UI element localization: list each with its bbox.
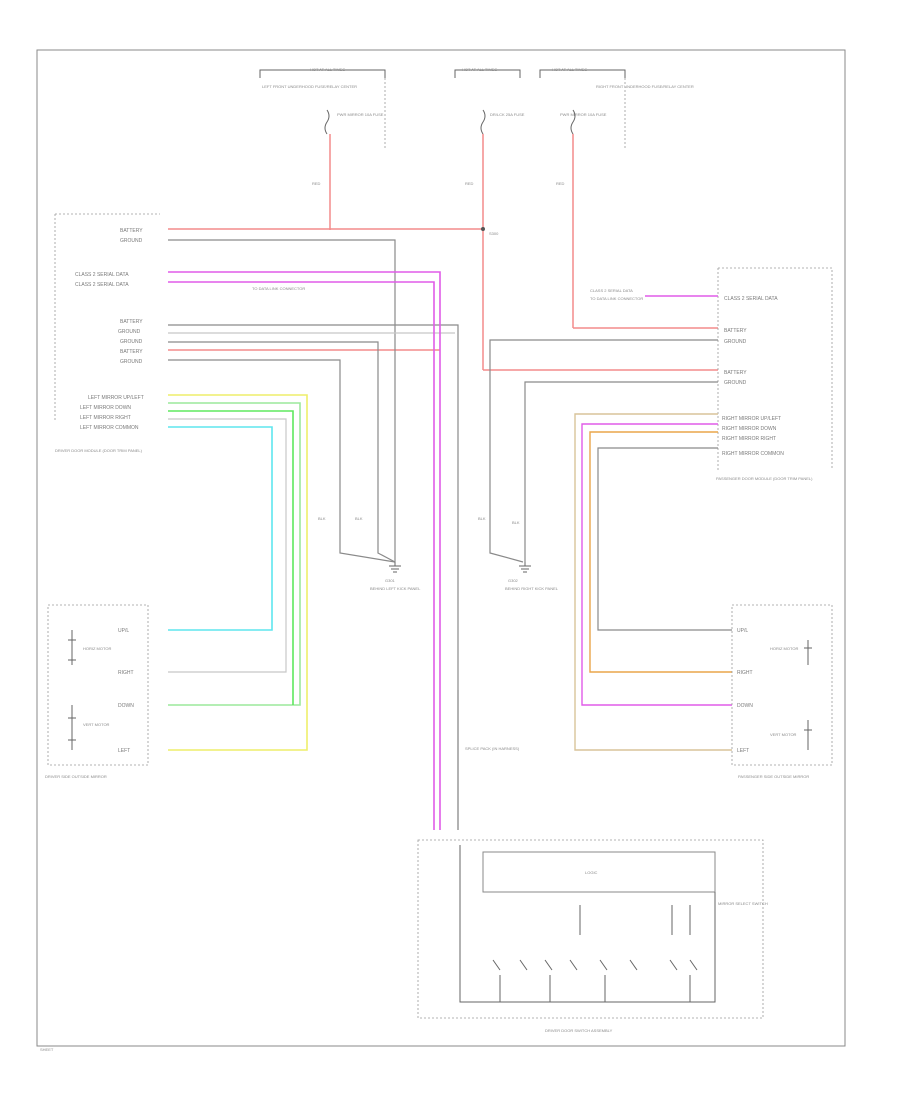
right-mirror-c: DOWN (737, 703, 753, 709)
wire-yellow-left (168, 394, 308, 751)
wire-orange-right (589, 431, 732, 673)
pin-ground-2: GROUND (120, 339, 143, 345)
wire-green-left (168, 410, 294, 705)
pin-lm-common: LEFT MIRROR COMMON (80, 425, 139, 431)
wire-cyan-left (168, 426, 273, 631)
pin-class2-a: CLASS 2 SERIAL DATA (75, 272, 129, 278)
splice-center-label: SPLICE PACK (IN HARNESS) (465, 746, 520, 751)
right-mirror-label: PASSENGER SIDE OUTSIDE MIRROR (738, 774, 809, 779)
to-class2-label: TO DATA LINK CONNECTOR (252, 286, 305, 291)
wire-lightgray-mirror (168, 418, 287, 673)
wire-tan-right (574, 413, 732, 751)
fuse-left-desc: LEFT FRONT UNDERHOOD FUSE/RELAY CENTER (262, 84, 357, 89)
right-battery2-pin: BATTERY (724, 370, 747, 376)
wire-blk-4: BLK (512, 520, 520, 525)
right-mirror-b: RIGHT (737, 670, 753, 676)
fuse-right-desc: RIGHT FRONT UNDERHOOD FUSE/RELAY CENTER (596, 84, 694, 89)
pin-groundb-1: GROUND (118, 329, 141, 335)
wire-red-label-a: RED (312, 181, 321, 186)
wire-blk-3: BLK (478, 516, 486, 521)
pin-battery-3: BATTERY (120, 349, 143, 355)
wire-gray-right (489, 339, 718, 563)
splice-label: S300 (489, 231, 499, 236)
ground-right-desc: BEHIND RIGHT KICK PANEL (505, 586, 559, 591)
fuse-mid-label: DR/LCK 25A FUSE (490, 112, 525, 117)
pin-lm-up: LEFT MIRROR UP/LEFT (88, 395, 144, 401)
right-motor-b: VERT MOTOR (770, 732, 797, 737)
left-mirror-label: DRIVER SIDE OUTSIDE MIRROR (45, 774, 107, 779)
right-module-label: PASSENGER DOOR MODULE (DOOR TRIM PANEL) (716, 476, 813, 481)
right-battery-pin: BATTERY (724, 328, 747, 334)
wire-red-label-c: RED (556, 181, 565, 186)
right-motor-a: HORIZ MOTOR (770, 646, 798, 651)
pin-lm-right: LEFT MIRROR RIGHT (80, 415, 131, 421)
wire-red-group (168, 134, 718, 371)
right-rm-right: RIGHT MIRROR RIGHT (722, 436, 776, 442)
left-mirror-common: LEFT (118, 748, 130, 754)
switch-logic-box (482, 851, 716, 893)
footer-label: SHEET (40, 1047, 54, 1052)
fuse-right-label: PWR MIRROR 10A FUSE (560, 112, 607, 117)
wire-blk-2: BLK (355, 516, 363, 521)
ground-left: G301 BEHIND LEFT KICK PANEL (370, 562, 421, 591)
left-mirror-right: RIGHT (118, 670, 134, 676)
switch-assembly-label: DRIVER DOOR SWITCH ASSEMBLY (545, 1028, 613, 1033)
left-module-label: DRIVER DOOR MODULE (DOOR TRIM PANEL) (55, 448, 143, 453)
right-class2-pin: CLASS 2 SERIAL DATA (724, 296, 778, 302)
ground-right-label: G302 (508, 578, 519, 583)
left-mirror-up: UP/L (118, 628, 129, 634)
left-mirror: UP/L RIGHT DOWN LEFT HORIZ MOTOR VERT MO… (45, 604, 149, 779)
right-rm-up: RIGHT MIRROR UP/LEFT (722, 416, 781, 422)
pin-battery-1: BATTERY (120, 228, 143, 234)
wire-magenta (168, 271, 441, 830)
pin-class2-b: CLASS 2 SERIAL DATA (75, 282, 129, 288)
wire-blk-1: BLK (318, 516, 326, 521)
wire-gray-right-mirror (597, 447, 732, 631)
right-rm-common: RIGHT MIRROR COMMON (722, 451, 784, 457)
right-mirror-d: LEFT (737, 748, 749, 754)
pin-ground-3: GROUND (120, 359, 143, 365)
fuse-left-label: PWR MIRROR 10A FUSE (337, 112, 384, 117)
pin-battery-2: BATTERY (120, 319, 143, 325)
fuse-right-box-label: HOT AT ALL TIMES (552, 67, 587, 72)
wire-red-label-b: RED (465, 181, 474, 186)
wire-purple-right (581, 423, 732, 706)
right-ground2-pin: GROUND (724, 380, 747, 386)
fuse-mid-box-label: HOT AT ALL TIMES (462, 67, 497, 72)
wire-gray-left (168, 239, 459, 690)
right-module: CLASS 2 SERIAL DATA TO DATA LINK CONNECT… (590, 267, 833, 481)
left-module: BATTERY GROUND CLASS 2 SERIAL DATA CLASS… (54, 213, 160, 453)
switch-mirror-label: MIRROR SELECT SWITCH (718, 901, 768, 906)
switch-assembly: LOGIC MIRROR SELECT SWITCH DRIVER DOOR S… (417, 839, 768, 1033)
fuse-box-right: HOT AT ALL TIMES RIGHT FRONT UNDERHOOD F… (539, 67, 694, 150)
fuse-box-middle: HOT AT ALL TIMES DR/LCK 25A FUSE (454, 67, 525, 135)
right-from-label: TO DATA LINK CONNECTOR (590, 296, 643, 301)
right-class2-label: CLASS 2 SERIAL DATA (590, 288, 633, 293)
right-mirror-a: UP/L (737, 628, 748, 634)
wire-lightgreen-left (168, 402, 301, 706)
ground-right: G302 BEHIND RIGHT KICK PANEL (505, 562, 559, 591)
right-ground-pin: GROUND (724, 339, 747, 345)
pin-ground-1: GROUND (120, 238, 143, 244)
right-mirror: UP/L RIGHT DOWN LEFT HORIZ MOTOR VERT MO… (731, 604, 833, 779)
pin-lm-down: LEFT MIRROR DOWN (80, 405, 131, 411)
fuse-left-box-label: HOT AT ALL TIMES (310, 67, 345, 72)
fuse-box-left: HOT AT ALL TIMES LEFT FRONT UNDERHOOD FU… (259, 67, 386, 150)
left-mirror-down: DOWN (118, 703, 134, 709)
ground-left-label: G301 (385, 578, 396, 583)
left-motor-a: HORIZ MOTOR (83, 646, 111, 651)
splice-dot (481, 227, 485, 231)
ground-left-desc: BEHIND LEFT KICK PANEL (370, 586, 421, 591)
switch-logic-label: LOGIC (585, 870, 598, 875)
left-motor-b: VERT MOTOR (83, 722, 110, 727)
diagram-frame (36, 49, 846, 1047)
right-rm-down: RIGHT MIRROR DOWN (722, 426, 777, 432)
